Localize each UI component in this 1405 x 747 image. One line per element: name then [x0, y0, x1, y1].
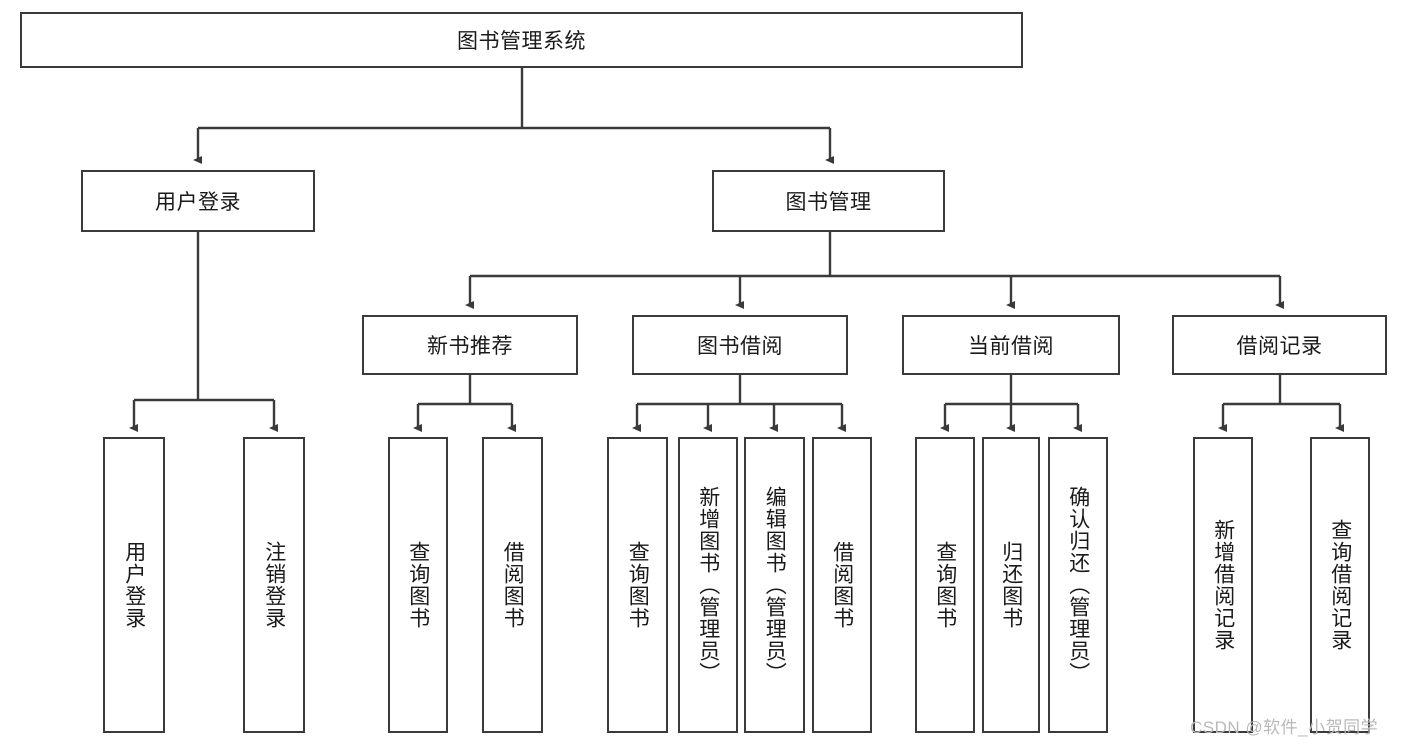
node-label: 借阅记录 [1236, 335, 1323, 358]
node-label: 借阅图书 [501, 541, 525, 629]
node-label: 查询图书 [406, 541, 430, 629]
node-label: 借阅图书 [830, 541, 854, 629]
node-label: 注销登录 [262, 541, 286, 629]
node-label: 新增图书（管理员） [696, 486, 720, 684]
leaf-current-borrow-return[interactable]: 归还图书 [982, 437, 1040, 733]
node-book-borrow[interactable]: 图书借阅 [632, 315, 848, 375]
node-label: 编辑图书（管理员） [763, 486, 787, 684]
node-label: 查询借阅记录 [1328, 519, 1352, 651]
leaf-user-login-logout[interactable]: 注销登录 [243, 437, 305, 733]
node-label: 当前借阅 [968, 335, 1054, 358]
leaf-user-login-login[interactable]: 用户登录 [103, 437, 165, 733]
node-user-login[interactable]: 用户登录 [81, 170, 315, 232]
leaf-book-borrow-query[interactable]: 查询图书 [607, 437, 668, 733]
node-label: 查询图书 [933, 541, 957, 629]
node-label: 新书推荐 [427, 335, 513, 358]
node-label: 用户登录 [122, 541, 146, 629]
node-label: 图书借阅 [697, 335, 783, 358]
leaf-new-book-borrow[interactable]: 借阅图书 [482, 437, 543, 733]
node-label: 归还图书 [999, 541, 1023, 629]
node-borrow-records[interactable]: 借阅记录 [1172, 315, 1387, 375]
leaf-book-borrow-add[interactable]: 新增图书（管理员） [678, 437, 738, 733]
leaf-borrow-record-add[interactable]: 新增借阅记录 [1193, 437, 1253, 733]
leaf-current-borrow-confirm[interactable]: 确认归还（管理员） [1048, 437, 1108, 733]
node-new-book-recommend[interactable]: 新书推荐 [362, 315, 578, 375]
node-label: 新增借阅记录 [1211, 519, 1235, 651]
node-label: 图书管理系统 [457, 30, 586, 53]
node-book-management[interactable]: 图书管理 [712, 170, 945, 232]
leaf-current-borrow-query[interactable]: 查询图书 [915, 437, 975, 733]
node-current-borrow[interactable]: 当前借阅 [902, 315, 1120, 375]
watermark-text: CSDN @软件_小贺同学 [1190, 718, 1379, 737]
leaf-new-book-query[interactable]: 查询图书 [388, 437, 448, 733]
node-label: 图书管理 [785, 191, 872, 214]
node-label: 用户登录 [155, 191, 241, 214]
node-label: 确认归还（管理员） [1066, 486, 1090, 684]
leaf-book-borrow-edit[interactable]: 编辑图书（管理员） [744, 437, 805, 733]
leaf-book-borrow-lend[interactable]: 借阅图书 [812, 437, 872, 733]
node-root-system[interactable]: 图书管理系统 [20, 12, 1023, 68]
node-label: 查询图书 [626, 541, 650, 629]
leaf-borrow-record-query[interactable]: 查询借阅记录 [1310, 437, 1370, 733]
